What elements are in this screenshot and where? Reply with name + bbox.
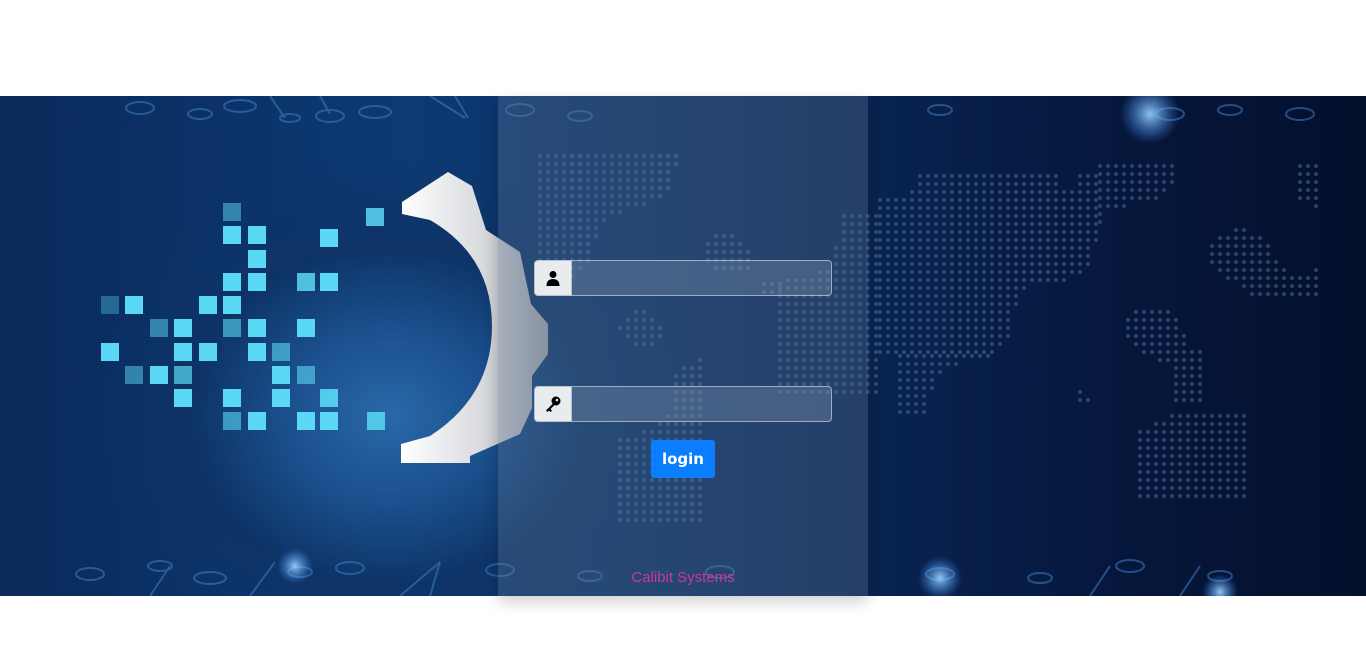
pixel-square xyxy=(223,203,241,221)
pixel-square xyxy=(272,389,290,407)
pixel-square xyxy=(150,319,168,337)
pixel-square xyxy=(199,296,217,314)
pixel-square xyxy=(223,296,241,314)
pixel-squares xyxy=(101,203,385,430)
pixel-square xyxy=(297,412,315,430)
hero-background-banner xyxy=(0,96,1366,596)
light-glow xyxy=(277,548,313,584)
pixel-square xyxy=(320,389,338,407)
login-button[interactable]: login xyxy=(651,440,715,478)
pixel-square xyxy=(174,319,192,337)
pixel-square xyxy=(320,229,338,247)
pixel-square xyxy=(125,296,143,314)
key-icon xyxy=(534,386,572,422)
password-input[interactable] xyxy=(572,386,832,422)
pixel-square xyxy=(223,273,241,291)
pixel-square xyxy=(174,343,192,361)
pixel-square xyxy=(199,343,217,361)
pixel-square xyxy=(320,273,338,291)
pixel-square xyxy=(248,412,266,430)
pixel-square xyxy=(248,319,266,337)
light-glow xyxy=(918,556,962,596)
password-field xyxy=(534,386,832,422)
pixel-square xyxy=(248,273,266,291)
pixel-square xyxy=(297,366,315,384)
pixel-square xyxy=(367,412,385,430)
login-panel xyxy=(498,96,868,596)
pixel-square xyxy=(366,208,384,226)
pixel-square xyxy=(248,250,266,268)
pixel-square xyxy=(248,343,266,361)
pixel-square xyxy=(223,319,241,337)
pixel-square xyxy=(272,343,290,361)
light-glow xyxy=(1120,96,1180,144)
pixel-square xyxy=(223,412,241,430)
username-field xyxy=(534,260,832,296)
pixel-square xyxy=(125,366,143,384)
pixel-square xyxy=(223,389,241,407)
pixel-square xyxy=(150,366,168,384)
pixel-square xyxy=(248,226,266,244)
pixel-square xyxy=(320,412,338,430)
username-input[interactable] xyxy=(572,260,832,296)
pixel-square xyxy=(174,366,192,384)
light-glow xyxy=(1202,574,1238,596)
pixel-square xyxy=(101,296,119,314)
footer-brand-text: Calibit Systems xyxy=(631,569,735,586)
pixel-square xyxy=(101,343,119,361)
pixel-square xyxy=(174,389,192,407)
pixel-square xyxy=(223,226,241,244)
pixel-square xyxy=(297,273,315,291)
user-icon xyxy=(534,260,572,296)
pixel-square xyxy=(272,366,290,384)
gear-icon xyxy=(401,172,548,463)
pixel-square xyxy=(297,319,315,337)
